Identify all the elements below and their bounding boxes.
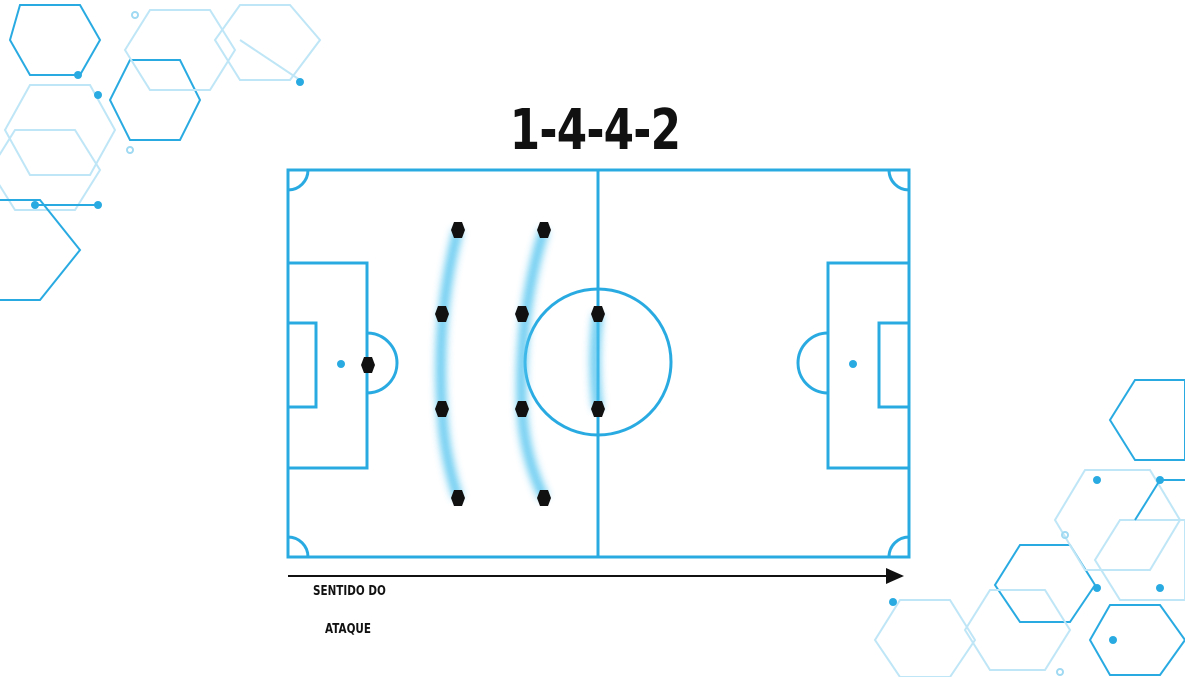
left-goal-area — [288, 323, 316, 407]
attack-direction-label: SENTIDO DO — [313, 584, 386, 599]
attack-direction-label: ATAQUE — [325, 622, 371, 637]
player-defender — [451, 490, 465, 506]
left-penalty-area — [288, 263, 367, 468]
midfield-line — [521, 230, 544, 498]
corner-arc — [288, 170, 308, 190]
corner-arc — [288, 537, 308, 557]
right-penalty-spot — [849, 360, 857, 368]
attack-line — [595, 314, 598, 409]
player-goalkeeper — [361, 357, 375, 373]
defense-line — [441, 230, 458, 498]
right-penalty-arc — [798, 333, 828, 393]
corner-arc — [889, 170, 909, 190]
right-penalty-area — [828, 263, 909, 468]
player-defender — [435, 306, 449, 322]
right-goal-area — [879, 323, 909, 407]
player-defender — [435, 401, 449, 417]
player-defender — [451, 222, 465, 238]
corner-arc — [889, 537, 909, 557]
left-penalty-spot — [337, 360, 345, 368]
